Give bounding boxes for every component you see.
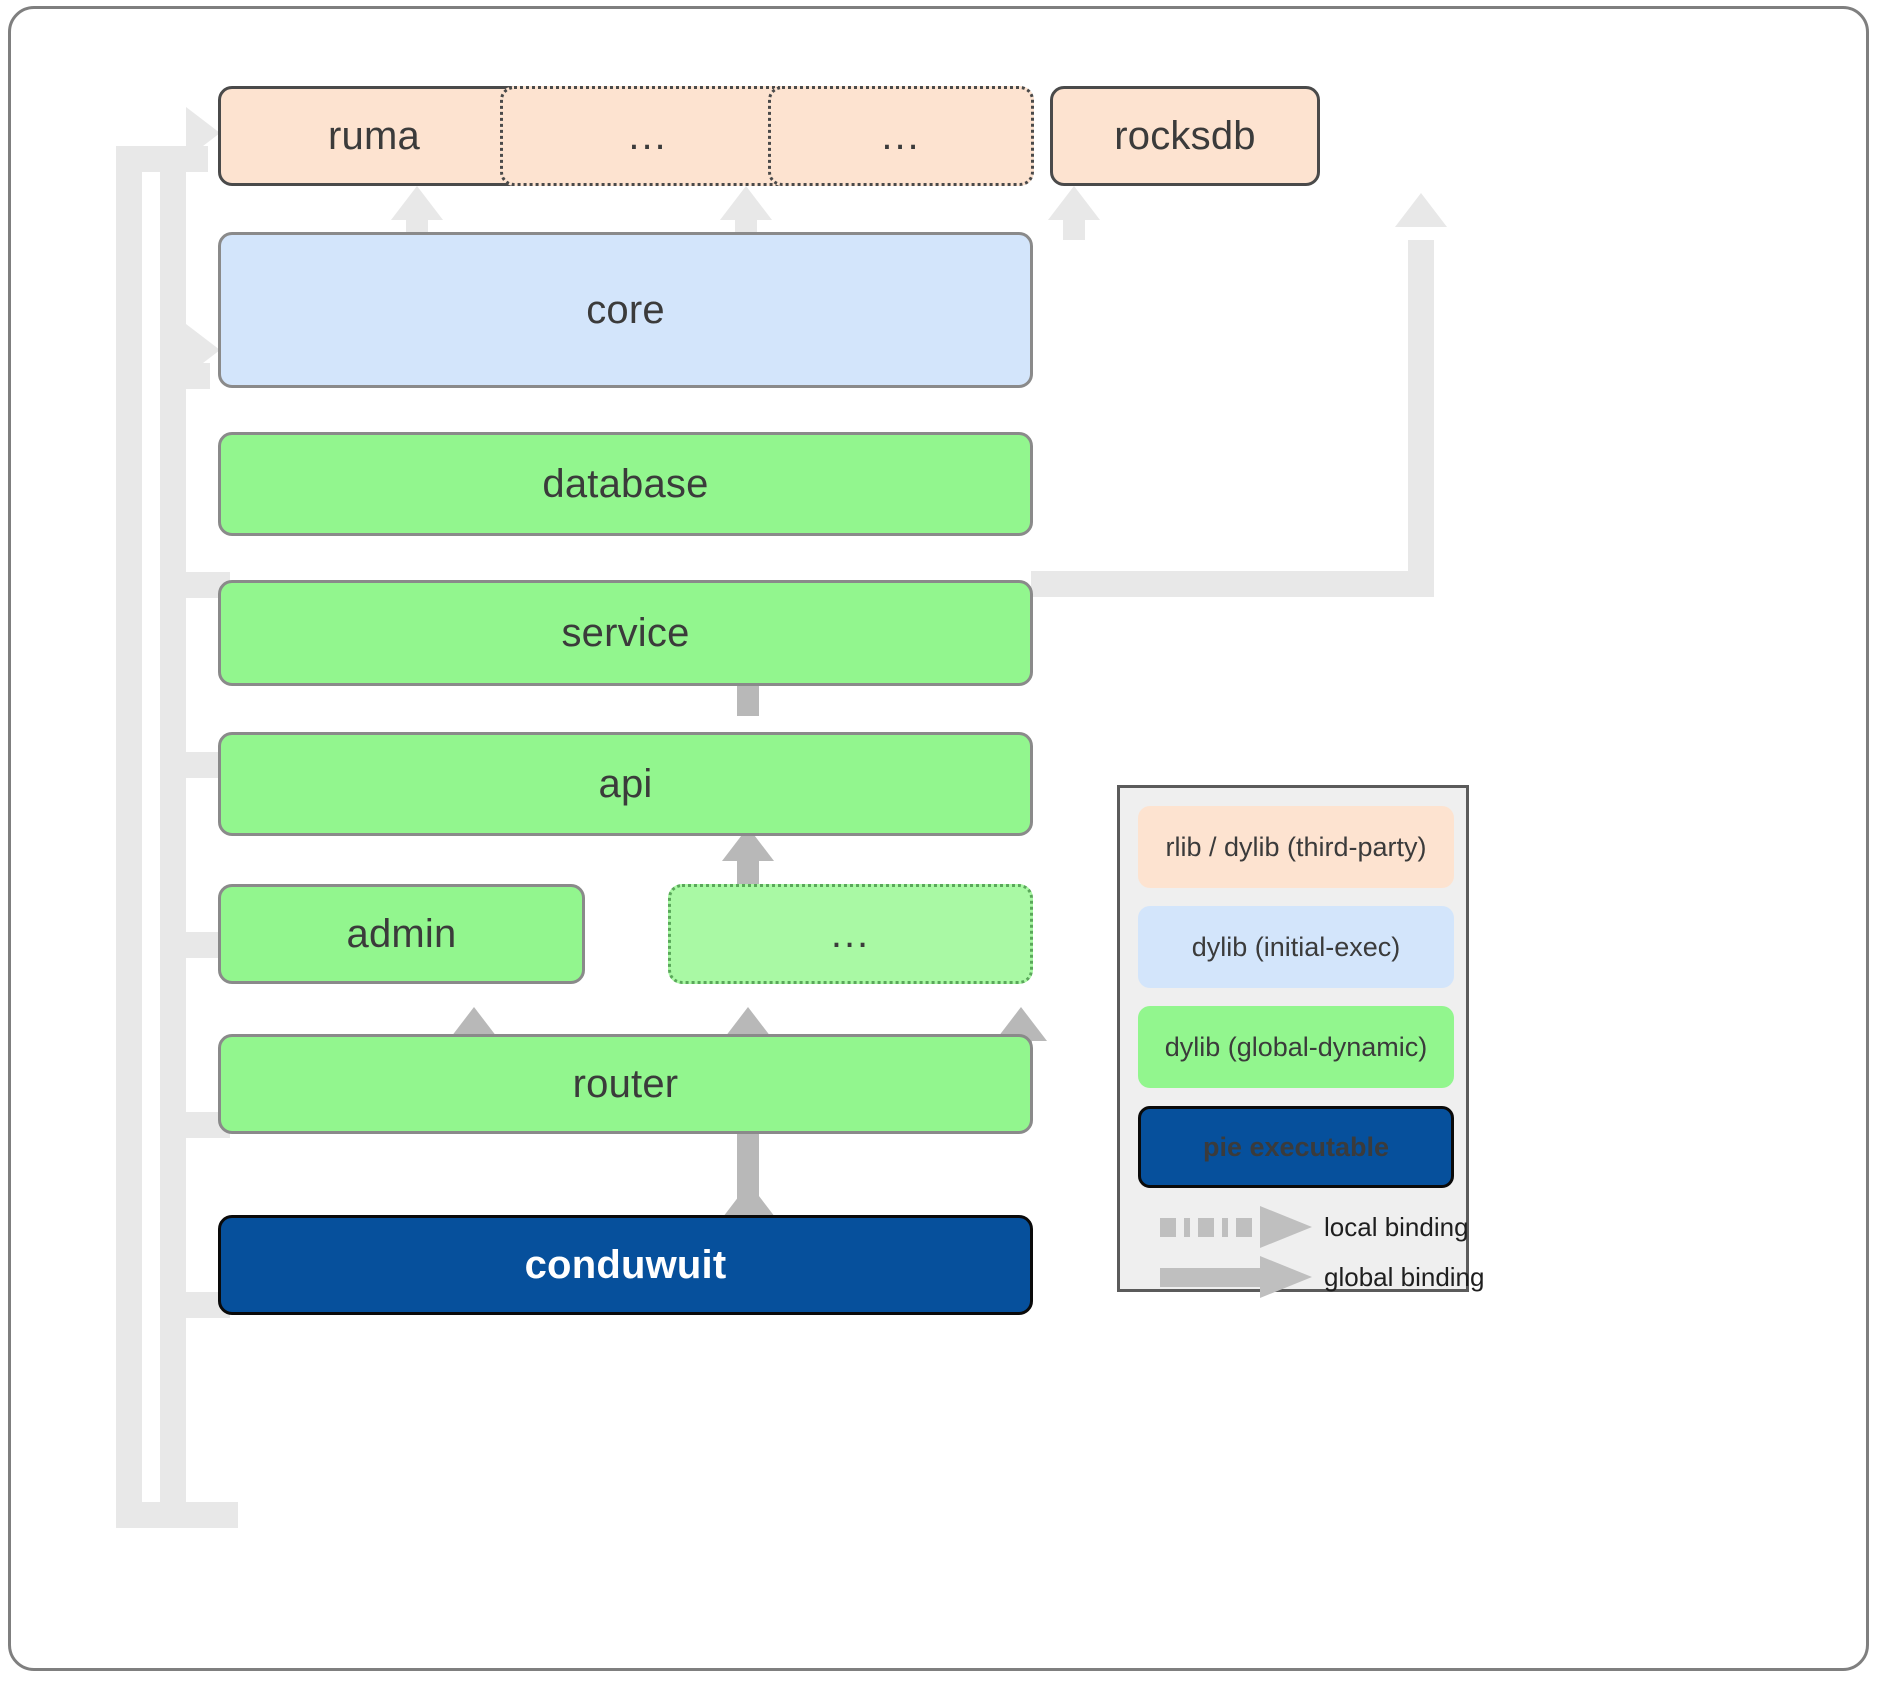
node-admin[interactable]: admin — [218, 884, 585, 984]
legend-swatch-pie-executable: pie executable — [1138, 1106, 1454, 1188]
legend-swatch-third-party: rlib / dylib (third-party) — [1138, 806, 1454, 888]
local-binding-arrow-icon — [1160, 1206, 1312, 1248]
arrowhead-core-to-ellipsis1 — [720, 186, 772, 220]
legend-swatch-initial-exec: dylib (initial-exec) — [1138, 906, 1454, 988]
node-core-label: core — [586, 287, 665, 332]
legend-label-third-party: rlib / dylib (third-party) — [1165, 831, 1427, 862]
legend-label-local-binding: local binding — [1324, 1211, 1469, 1242]
node-ellipsis-top-1[interactable]: ... — [500, 86, 796, 186]
bus-stub-conduwuit — [160, 1502, 230, 1528]
node-ellipsis-top-2[interactable]: ... — [768, 86, 1034, 186]
bus-outer-vertical — [116, 146, 142, 1528]
node-ruma[interactable]: ruma — [218, 86, 530, 186]
legend-label-global-binding: global binding — [1324, 1261, 1485, 1292]
global-binding-arrow-icon — [1160, 1256, 1312, 1298]
node-ruma-label: ruma — [328, 113, 420, 158]
arrow-service-to-database-shaft — [737, 676, 759, 716]
rocksdb-path-vertical — [1408, 240, 1434, 597]
node-api[interactable]: api — [218, 732, 1033, 836]
node-database[interactable]: database — [218, 432, 1033, 536]
legend-label-global-dynamic: dylib (global-dynamic) — [1164, 1031, 1428, 1062]
node-rocksdb-label: rocksdb — [1114, 113, 1256, 158]
node-router[interactable]: router — [218, 1034, 1033, 1134]
node-conduwuit[interactable]: conduwuit — [218, 1215, 1033, 1315]
legend-row-global-binding: global binding — [1138, 1250, 1484, 1304]
arrowhead-core-to-ruma — [391, 186, 443, 220]
node-rocksdb[interactable]: rocksdb — [1050, 86, 1320, 186]
arrowhead-core — [186, 324, 220, 376]
node-ellipsis-admin[interactable]: ... — [668, 884, 1033, 984]
rocksdb-path-elbow — [1195, 571, 1434, 597]
node-service-label: service — [561, 610, 690, 655]
node-conduwuit-label: conduwuit — [524, 1242, 727, 1287]
legend-label-initial-exec: dylib (initial-exec) — [1191, 931, 1401, 962]
rocksdb-path-horizontal — [1031, 571, 1221, 597]
arrowhead-core-to-ellipsis2 — [1048, 186, 1100, 220]
arrowhead-ruma — [186, 107, 220, 159]
node-api-label: api — [598, 761, 653, 806]
node-service[interactable]: service — [218, 580, 1033, 686]
node-admin-label: admin — [346, 911, 457, 956]
node-router-label: router — [572, 1061, 679, 1106]
node-database-label: database — [542, 461, 709, 506]
arrowhead-conduwuit-to-router — [723, 1183, 775, 1217]
legend-label-pie-executable: pie executable — [1202, 1131, 1390, 1162]
node-ellipsis-top-1-label: ... — [628, 113, 668, 158]
legend-row-local-binding: local binding — [1138, 1200, 1469, 1254]
arrowhead-rocksdb — [1395, 193, 1447, 227]
legend-swatch-global-dynamic: dylib (global-dynamic) — [1138, 1006, 1454, 1088]
legend-panel: rlib / dylib (third-party) dylib (initia… — [1117, 785, 1484, 1298]
node-ellipsis-admin-label: ... — [830, 911, 871, 956]
node-ellipsis-top-2-label: ... — [881, 113, 921, 158]
node-core[interactable]: core — [218, 232, 1033, 388]
